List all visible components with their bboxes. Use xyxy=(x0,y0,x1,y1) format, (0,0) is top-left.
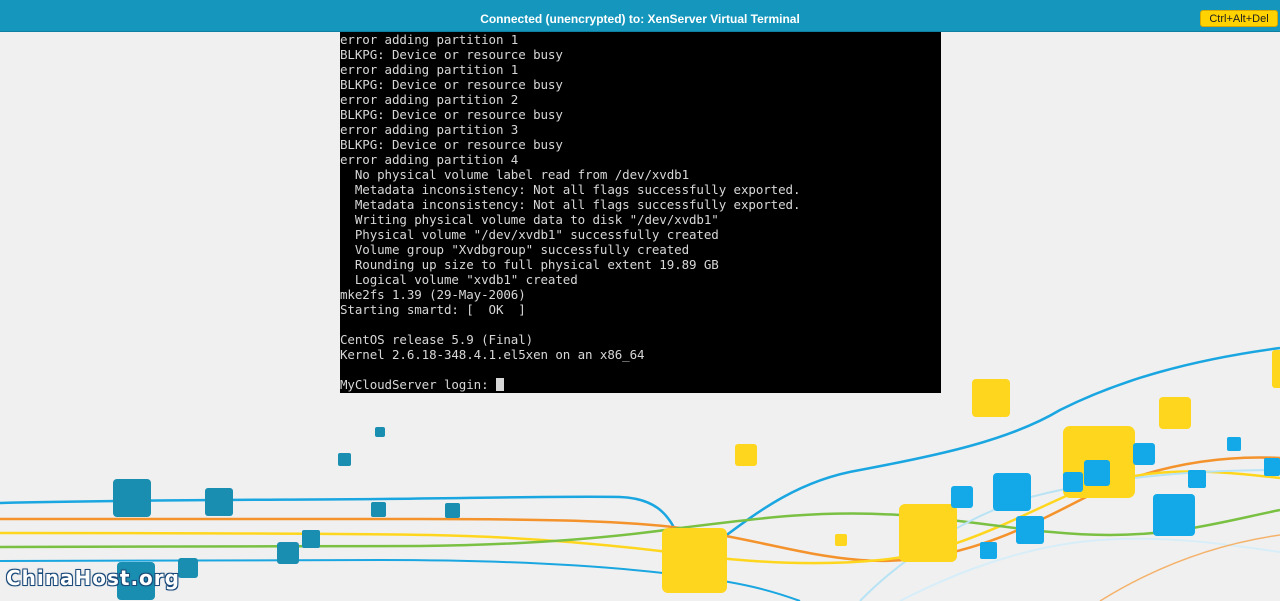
login-prompt: MyCloudServer login: xyxy=(340,377,496,392)
terminal-line xyxy=(340,362,941,377)
terminal-line: CentOS release 5.9 (Final) xyxy=(340,332,534,347)
terminal-line: Logical volume "xvdb1" created xyxy=(340,272,578,287)
login-prompt-line[interactable]: MyCloudServer login: xyxy=(340,377,941,392)
terminal-line: Writing physical volume data to disk "/d… xyxy=(340,212,719,227)
yellow-square xyxy=(662,528,727,593)
terminal-line: Metadata inconsistency: Not all flags su… xyxy=(340,197,801,212)
blue-square xyxy=(1188,470,1206,488)
blue-square xyxy=(1264,458,1280,476)
blue-square xyxy=(1063,472,1083,492)
yellow-square xyxy=(735,444,757,466)
teal-wave-line xyxy=(0,558,801,601)
blue-square xyxy=(1016,516,1044,544)
teal-square xyxy=(277,542,299,564)
blue-square xyxy=(1133,443,1155,465)
teal-square xyxy=(371,502,386,517)
terminal-line: Kernel 2.6.18-348.4.1.el5xen on an x86_6… xyxy=(340,347,645,362)
teal-square xyxy=(113,479,151,517)
connection-status-title: Connected (unencrypted) to: XenServer Vi… xyxy=(480,12,800,26)
text-cursor xyxy=(495,378,504,391)
terminal-line: Metadata inconsistency: Not all flags su… xyxy=(340,182,801,197)
teal-square xyxy=(302,530,320,548)
terminal-line: Volume group "Xvdbgroup" successfully cr… xyxy=(340,242,690,257)
terminal-line: mke2fs 1.39 (29-May-2006) xyxy=(340,287,526,302)
blue-square xyxy=(1227,437,1241,451)
terminal-line: Physical volume "/dev/xvdb1" successfull… xyxy=(340,227,719,242)
blue-square xyxy=(1084,460,1110,486)
teal-square xyxy=(117,562,155,600)
terminal-line: BLKPG: Device or resource busy xyxy=(340,107,563,122)
terminal-line: BLKPG: Device or resource busy xyxy=(340,137,563,152)
terminal-line: error adding partition 1 xyxy=(340,62,519,77)
blue-square xyxy=(993,473,1031,511)
terminal-line: error adding partition 4 xyxy=(340,152,519,167)
terminal-line: error adding partition 1 xyxy=(340,32,519,47)
terminal-line: BLKPG: Device or resource busy xyxy=(340,47,563,62)
terminal-line: No physical volume label read from /dev/… xyxy=(340,167,690,182)
terminal-line: Starting smartd: [ OK ] xyxy=(340,302,526,317)
orange-wave-line-2 xyxy=(1099,534,1280,601)
blue-square xyxy=(1153,494,1195,536)
blue-square xyxy=(980,542,997,559)
terminal-line: error adding partition 3 xyxy=(340,122,519,137)
terminal-line: BLKPG: Device or resource busy xyxy=(340,77,563,92)
teal-square xyxy=(338,453,351,466)
yellow-square xyxy=(899,504,957,562)
yellow-square xyxy=(972,379,1010,417)
decorative-background xyxy=(0,346,1280,601)
teal-square xyxy=(205,488,233,516)
terminal-line: error adding partition 2 xyxy=(340,92,519,107)
terminal-line xyxy=(340,317,941,332)
teal-square xyxy=(445,503,460,518)
teal-square xyxy=(375,427,385,437)
yellow-square xyxy=(1159,397,1191,429)
teal-square xyxy=(178,558,198,578)
watermark-logo: ChinaHost.org xyxy=(6,566,180,590)
terminal-line: Rounding up size to full physical extent… xyxy=(340,257,719,272)
virtual-terminal-screen[interactable]: error adding partition 1 BLKPG: Device o… xyxy=(340,32,941,393)
ctrl-alt-del-button[interactable]: Ctrl+Alt+Del xyxy=(1200,10,1278,27)
window-titlebar: Connected (unencrypted) to: XenServer Vi… xyxy=(0,0,1280,32)
yellow-square xyxy=(1272,350,1280,388)
blue-square xyxy=(951,486,973,508)
yellow-square xyxy=(835,534,847,546)
